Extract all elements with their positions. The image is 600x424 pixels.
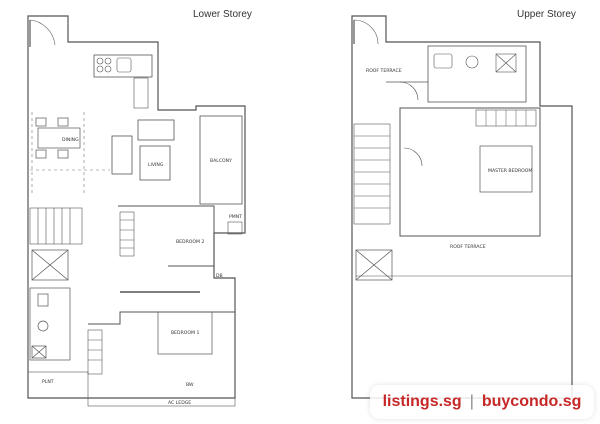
lower-bathroom bbox=[29, 287, 71, 361]
balcony-area bbox=[199, 115, 243, 205]
room-label-master-bedroom: MASTER BEDROOM bbox=[488, 168, 532, 174]
watermark-right-text: buycondo.sg bbox=[481, 393, 582, 410]
kitchen-sink-icon bbox=[116, 57, 132, 73]
lower-void bbox=[31, 249, 69, 281]
room-label-dining: DINING bbox=[62, 137, 79, 143]
lower-storey-plan bbox=[27, 15, 246, 407]
fridge bbox=[133, 77, 149, 109]
upper-bathroom bbox=[427, 45, 527, 103]
lower-entrance-door bbox=[29, 19, 56, 47]
upper-staircase bbox=[353, 123, 391, 225]
room-label-roof-terrace-small: ROOF TERRACE bbox=[366, 68, 402, 74]
room-label-living: LIVING bbox=[148, 162, 164, 168]
stove-icon bbox=[96, 57, 112, 73]
room-label-ac-ledge: AC LEDGE bbox=[168, 400, 191, 406]
watermark-badge: listings.sg | buycondo.sg bbox=[370, 385, 594, 419]
upper-entrance-door bbox=[353, 19, 379, 45]
room-label-bedroom1: BEDROOM 1 bbox=[171, 330, 199, 336]
upper-void bbox=[355, 249, 393, 281]
lower-storey-title: Lower Storey bbox=[193, 9, 252, 20]
kitchen-counter bbox=[93, 54, 153, 78]
room-label-bw: BW bbox=[186, 382, 194, 388]
watermark-left-text: listings.sg bbox=[382, 393, 462, 410]
plnt-area bbox=[27, 371, 89, 399]
pmnt-box bbox=[227, 221, 243, 235]
room-label-roof-terrace: ROOF TERRACE bbox=[450, 244, 486, 250]
room-label-bedroom2: BEDROOM 2 bbox=[176, 239, 204, 245]
bedroom1-walls bbox=[88, 311, 235, 325]
watermark-separator: | bbox=[469, 393, 474, 410]
upper-shower bbox=[495, 53, 517, 73]
room-label-plnt: PLNT bbox=[42, 379, 54, 385]
room-label-pmnt: PMNT bbox=[229, 214, 242, 220]
master-bedroom-walls bbox=[399, 107, 541, 237]
ac-ledge-strip bbox=[87, 397, 236, 407]
room-label-db: DB bbox=[216, 273, 223, 279]
upper-toilet bbox=[465, 55, 479, 69]
dining-set bbox=[35, 117, 81, 159]
master-bed bbox=[479, 145, 533, 193]
bedroom2-wardrobe bbox=[119, 211, 135, 257]
bedroom1-bed bbox=[157, 311, 213, 355]
room-label-balcony: BALCONY bbox=[210, 158, 232, 164]
lower-outer-wall bbox=[27, 15, 246, 399]
sofa-set bbox=[111, 119, 175, 181]
lower-staircase bbox=[29, 207, 83, 245]
upper-storey-title: Upper Storey bbox=[517, 9, 576, 20]
bedroom2-walls bbox=[118, 205, 215, 267]
bedroom1-wardrobe bbox=[87, 329, 103, 375]
upper-sink bbox=[433, 53, 453, 69]
